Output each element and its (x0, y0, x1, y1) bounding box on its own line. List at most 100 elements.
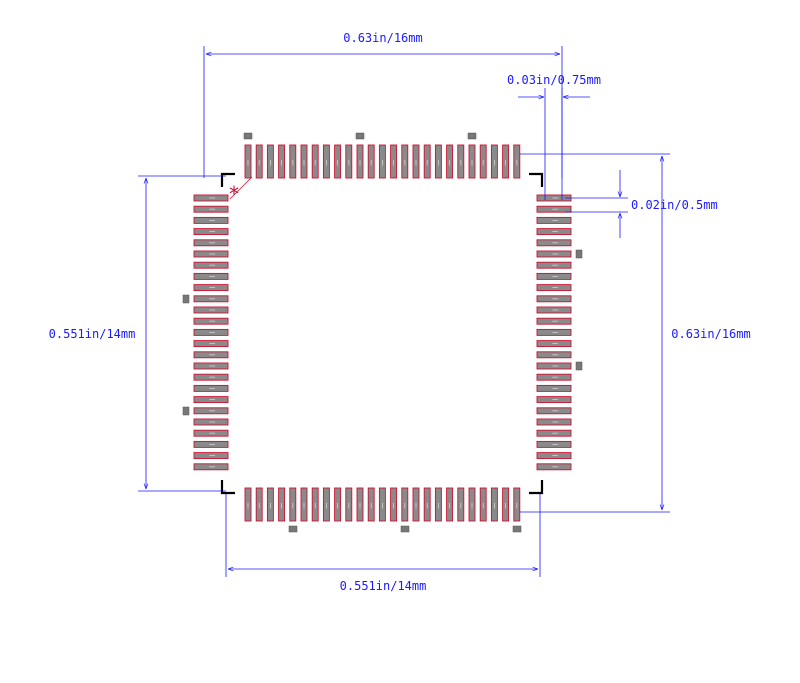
pin-pad (289, 487, 297, 522)
pin-pad (536, 250, 572, 258)
pin-pad (536, 272, 572, 280)
aux-pads (182, 132, 583, 533)
pin-pad (378, 144, 386, 179)
pin-pad (536, 351, 572, 359)
pin-pad (536, 295, 572, 303)
bottom-pin-row (244, 487, 521, 522)
pin-pad (289, 144, 297, 179)
pin-pad (193, 463, 229, 471)
pin-pad (244, 144, 252, 179)
pin-pad (367, 144, 375, 179)
pin-pad (378, 487, 386, 522)
top-pin-row (244, 144, 521, 179)
pin-pad (513, 487, 521, 522)
aux-pad (575, 361, 583, 371)
pin-pad (278, 487, 286, 522)
pin-pad (255, 144, 263, 179)
pin-pad (193, 239, 229, 247)
pin-pad (536, 373, 572, 381)
corner-bottom-left (220, 480, 235, 495)
pin-pad (266, 144, 274, 179)
pin-pad (300, 487, 308, 522)
aux-pad (182, 294, 190, 304)
right-pin-row (536, 194, 572, 471)
pin-pad (536, 396, 572, 404)
aux-pad (400, 525, 410, 533)
pin-pad (193, 362, 229, 370)
body-height-label: 0.551in/14mm (49, 327, 136, 341)
aux-pad (182, 406, 190, 416)
pin-pad (193, 194, 229, 202)
pin-pad (311, 144, 319, 179)
pin1-leader-line (229, 176, 253, 200)
pitch-label: 0.02in/0.5mm (631, 198, 718, 212)
pin-pad (401, 487, 409, 522)
pin-pad (193, 407, 229, 415)
package-outline-corners (220, 172, 544, 495)
aux-pad (288, 525, 298, 533)
pin-pad (300, 144, 308, 179)
pin-pad (423, 487, 431, 522)
pin-pad (390, 487, 398, 522)
pin-pad (367, 487, 375, 522)
pin-pad (322, 487, 330, 522)
pin-pad (193, 306, 229, 314)
pin-pad (490, 487, 498, 522)
pin-pad (193, 284, 229, 292)
aux-pad (575, 249, 583, 259)
aux-pad (355, 132, 365, 140)
pin-pad (490, 144, 498, 179)
pin-pad (193, 328, 229, 336)
overall-height-label: 0.63in/16mm (671, 327, 750, 341)
pin-pad (244, 487, 252, 522)
pin-pad (536, 284, 572, 292)
pin-pad (193, 261, 229, 269)
pin-pad (412, 487, 420, 522)
body-width-label: 0.551in/14mm (340, 579, 427, 593)
pin-pad (193, 418, 229, 426)
dim-overall-height (520, 153, 670, 513)
pin1-marker: * (229, 176, 253, 206)
pin-pad (193, 295, 229, 303)
pin-pad (193, 250, 229, 258)
pin-pad (457, 487, 465, 522)
pin-pad (193, 351, 229, 359)
pin-pad (345, 487, 353, 522)
pin-pad (479, 144, 487, 179)
pin-pad (457, 144, 465, 179)
pin-pad (468, 144, 476, 179)
pin-pad (536, 407, 572, 415)
pin-pad (434, 144, 442, 179)
pin-pad (536, 216, 572, 224)
aux-pad (243, 132, 253, 140)
pin-pad (278, 144, 286, 179)
pin-pad (536, 306, 572, 314)
pin-pad (311, 487, 319, 522)
pin-pad (536, 452, 572, 460)
corner-top-left (220, 172, 235, 187)
pin-pad (536, 239, 572, 247)
pin-pad (502, 144, 510, 179)
pin-pad (193, 429, 229, 437)
left-pin-row (193, 194, 229, 471)
pin-pad (536, 418, 572, 426)
pin-pad (479, 487, 487, 522)
corner-bottom-right (529, 480, 544, 495)
pin-pad (193, 452, 229, 460)
overall-width-label: 0.63in/16mm (343, 31, 422, 45)
aux-pad (467, 132, 477, 140)
pin-pad (255, 487, 263, 522)
pin-pad (193, 205, 229, 213)
pin-pad (446, 144, 454, 179)
pin-pad (536, 440, 572, 448)
pin-pad (446, 487, 454, 522)
pin-pad (345, 144, 353, 179)
pin-pad (193, 272, 229, 280)
pin-pad (193, 317, 229, 325)
dim-body-width (225, 494, 541, 577)
pin-pad (356, 144, 364, 179)
pin-pad (193, 373, 229, 381)
asterisk-icon: * (229, 182, 239, 206)
pin-pad (536, 228, 572, 236)
